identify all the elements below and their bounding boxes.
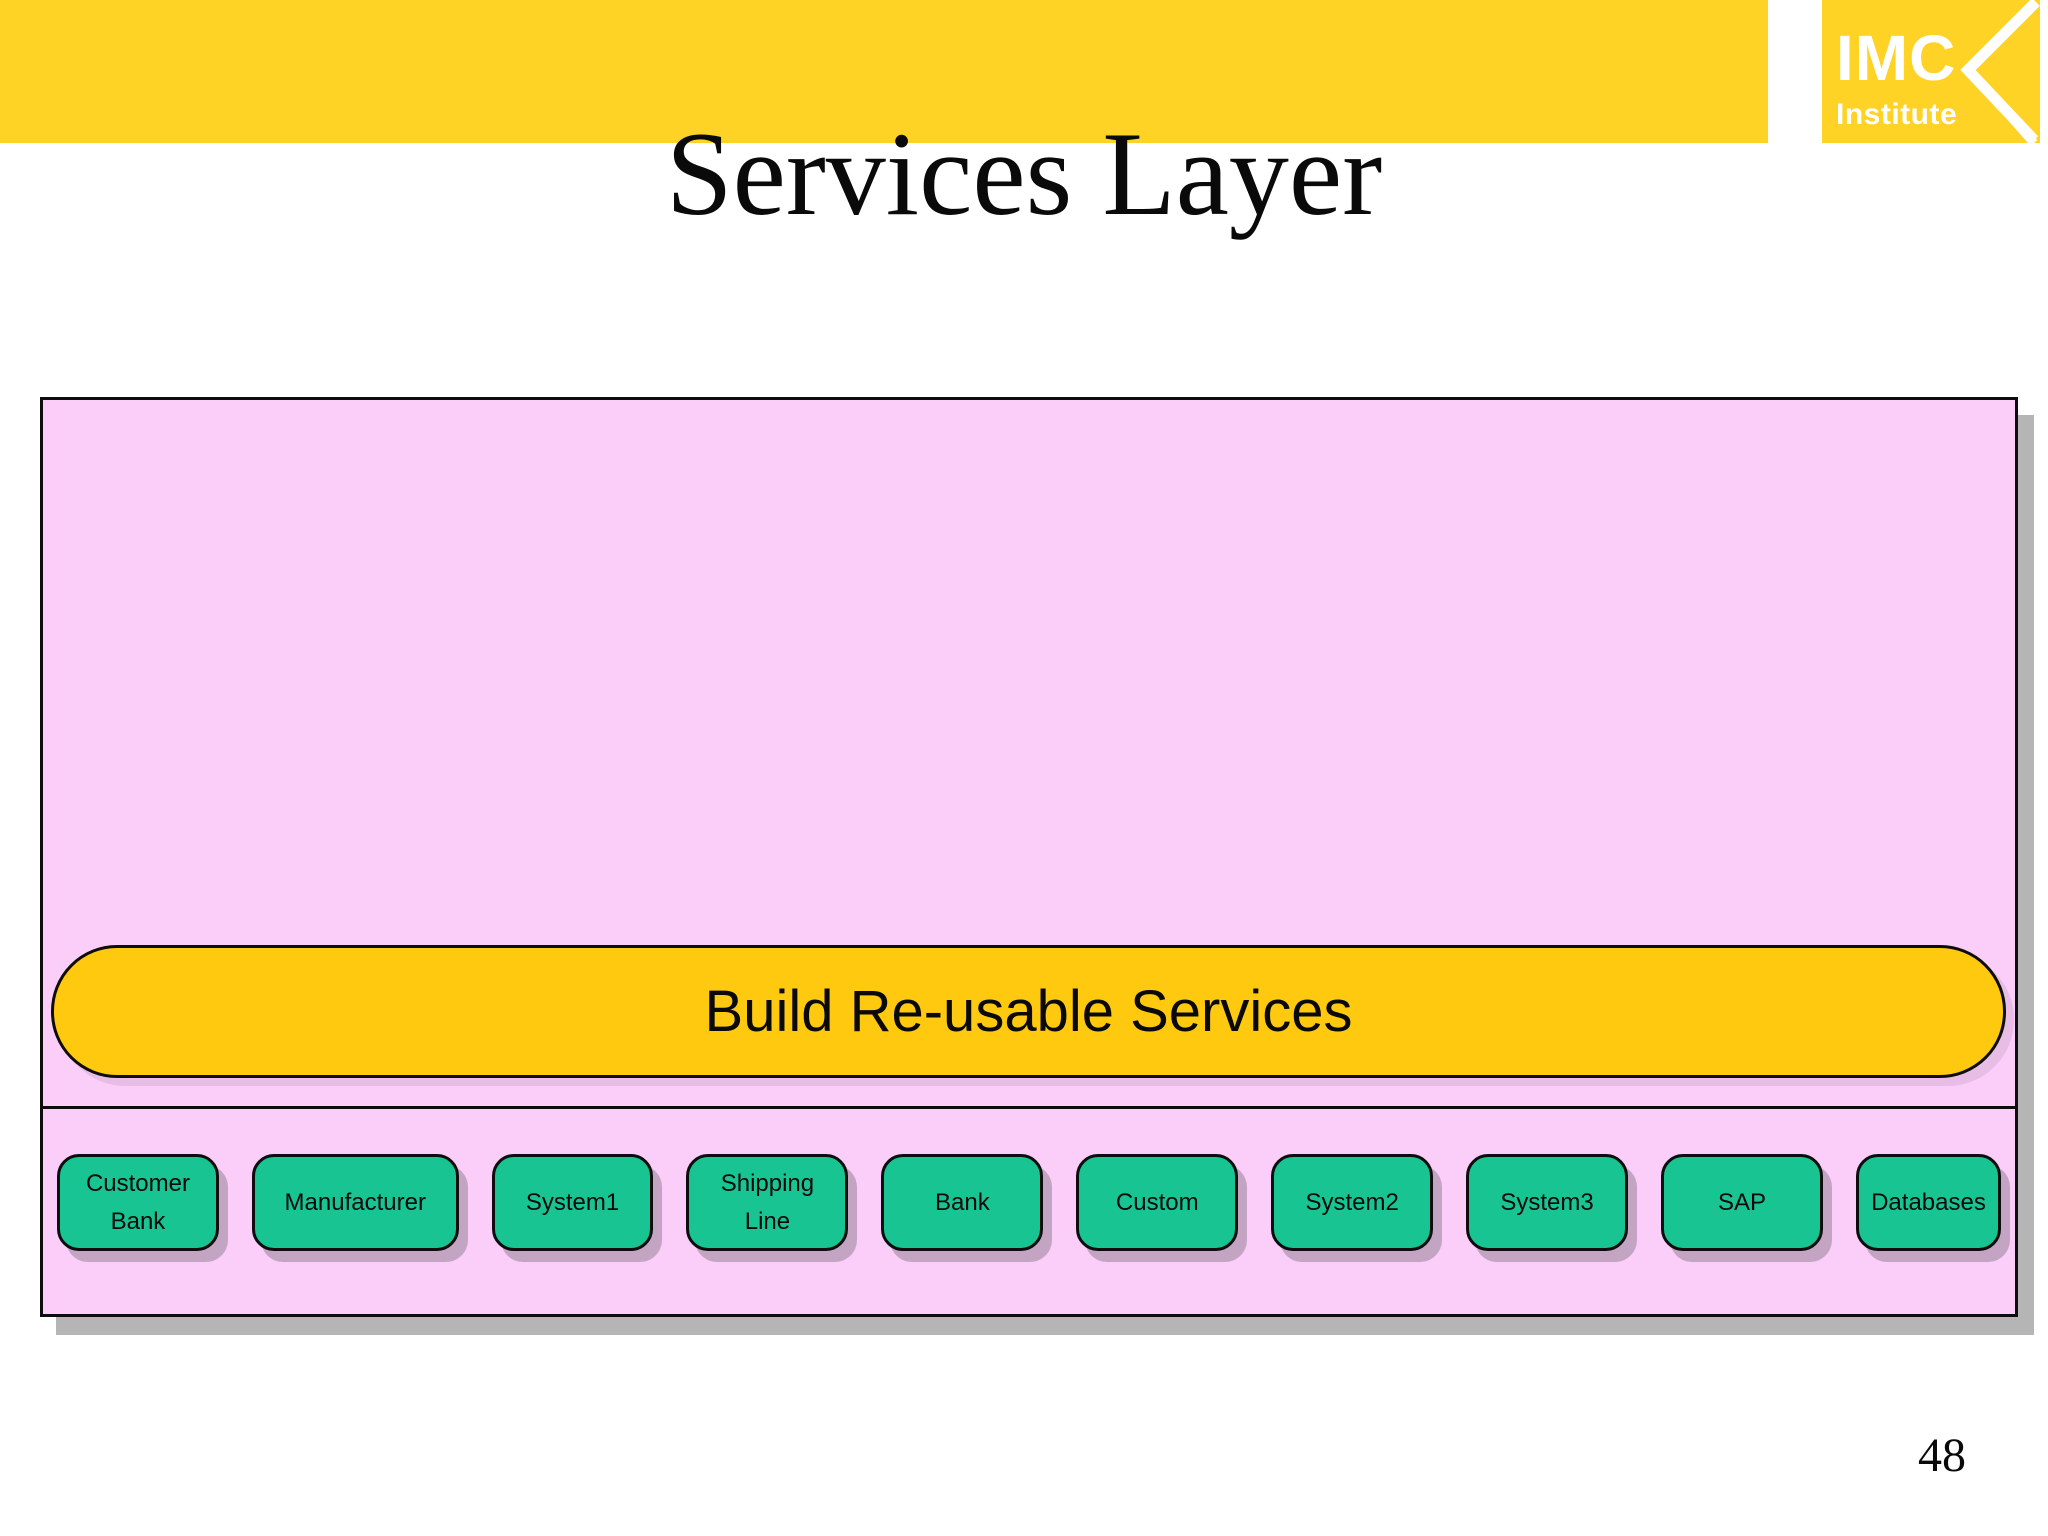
service-box: SAP bbox=[1661, 1154, 1823, 1251]
service-box: System1 bbox=[491, 1154, 654, 1251]
panel-divider-line bbox=[43, 1106, 2015, 1109]
service-label: SAP bbox=[1717, 1188, 1766, 1216]
service-box-row: Customer Bank Manufacturer System1 Shipping… bbox=[57, 1154, 2002, 1251]
page-title: Services Layer bbox=[665, 107, 1383, 240]
imc-logo-text: IMC bbox=[1836, 22, 1957, 94]
service-box: Shipping Line bbox=[686, 1154, 849, 1251]
imc-logo: IMC Institute bbox=[1822, 0, 2040, 143]
banner-label: Build Re-usable Services bbox=[704, 979, 1353, 1044]
service-label: Bank bbox=[934, 1188, 990, 1216]
service-box: Custom bbox=[1076, 1154, 1239, 1251]
service-label: Customer Bank bbox=[85, 1170, 190, 1235]
service-box: System3 bbox=[1466, 1154, 1629, 1251]
service-label: System2 bbox=[1305, 1188, 1399, 1216]
service-label: System1 bbox=[525, 1188, 620, 1216]
service-label: Custom bbox=[1115, 1188, 1199, 1216]
imc-logo-subtext: Institute bbox=[1836, 98, 1958, 131]
service-label: System3 bbox=[1500, 1188, 1594, 1216]
services-layer-panel: Build Re-usable Services Customer Bank Ma… bbox=[40, 397, 2018, 1317]
service-box: Databases bbox=[1855, 1154, 2002, 1251]
service-box: System2 bbox=[1271, 1154, 1434, 1251]
service-label: Databases bbox=[1871, 1188, 1986, 1216]
service-box: Customer Bank bbox=[57, 1154, 219, 1251]
service-label: Shipping Line bbox=[720, 1170, 815, 1235]
service-box: Manufacturer bbox=[251, 1154, 459, 1251]
build-reusable-services-banner: Build Re-usable Services bbox=[51, 945, 2006, 1078]
imc-chevron-icon bbox=[1960, 0, 2040, 143]
top-yellow-bar bbox=[0, 0, 1768, 143]
page-number: 48 bbox=[1918, 1429, 1966, 1482]
service-label: Manufacturer bbox=[284, 1188, 426, 1216]
service-box: Bank bbox=[881, 1154, 1044, 1251]
